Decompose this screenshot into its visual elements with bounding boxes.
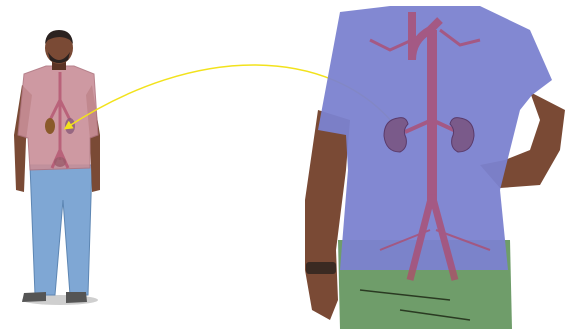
- figure-kidney-left: [45, 118, 55, 134]
- figure-bladder: [54, 157, 66, 167]
- figure-right-shoe: [66, 292, 87, 303]
- closeup-watch: [306, 262, 336, 274]
- figure-left-shoe: [22, 292, 46, 302]
- closeup-kidney-left: [384, 118, 408, 152]
- figure-pants: [30, 165, 92, 295]
- torso-closeup: [305, 6, 565, 329]
- closeup-kidney-right: [450, 118, 474, 152]
- full-body-figure: [14, 30, 100, 305]
